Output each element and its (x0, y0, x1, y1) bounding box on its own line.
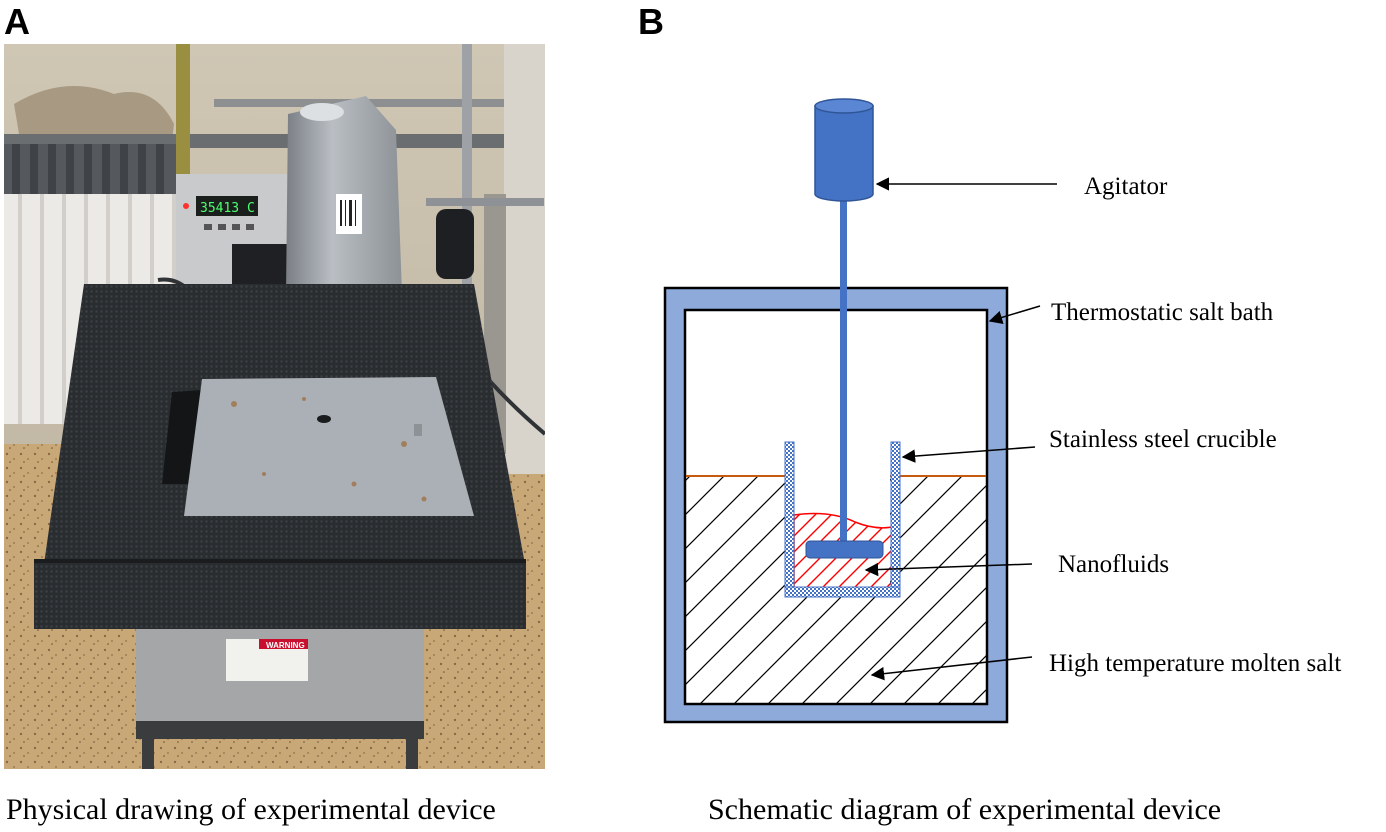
crucible-bottom (784, 586, 901, 598)
label-thermostatic-salt-bath: Thermostatic salt bath (1051, 299, 1274, 326)
label-stainless-steel-crucible: Stainless steel crucible (1049, 426, 1277, 453)
arrow-molten-salt (870, 656, 1033, 681)
experimental-device-photo: 35413 C WARNING (4, 44, 545, 769)
crucible-right-wall (890, 441, 901, 598)
arrow-nanofluids (864, 562, 1033, 577)
warning-label-text: WARNING (266, 641, 305, 650)
caption-physical-drawing: Physical drawing of experimental device (6, 793, 496, 826)
label-nanofluids: Nanofluids (1058, 551, 1169, 578)
agitator-motor (814, 105, 874, 202)
agitator-impeller (805, 540, 884, 559)
temperature-display (196, 196, 258, 216)
arrow-bath (988, 305, 1041, 324)
schematic-diagram: Agitator Thermostatic salt bath Stainles… (663, 98, 1341, 724)
agitator-motor-top (814, 98, 874, 114)
temperature-reading: 35413 C (200, 201, 255, 216)
caption-schematic-diagram: Schematic diagram of experimental device (708, 793, 1222, 826)
panel-letter-a: A (4, 1, 30, 42)
warning-label-band (259, 639, 308, 649)
agitator-shaft (840, 198, 847, 543)
arrow-crucible (901, 446, 1036, 463)
crucible-left-wall (784, 441, 795, 598)
label-agitator: Agitator (1084, 173, 1168, 200)
label-high-temperature-molten-salt: High temperature molten salt (1049, 650, 1341, 677)
panel-letter-b: B (638, 1, 664, 42)
